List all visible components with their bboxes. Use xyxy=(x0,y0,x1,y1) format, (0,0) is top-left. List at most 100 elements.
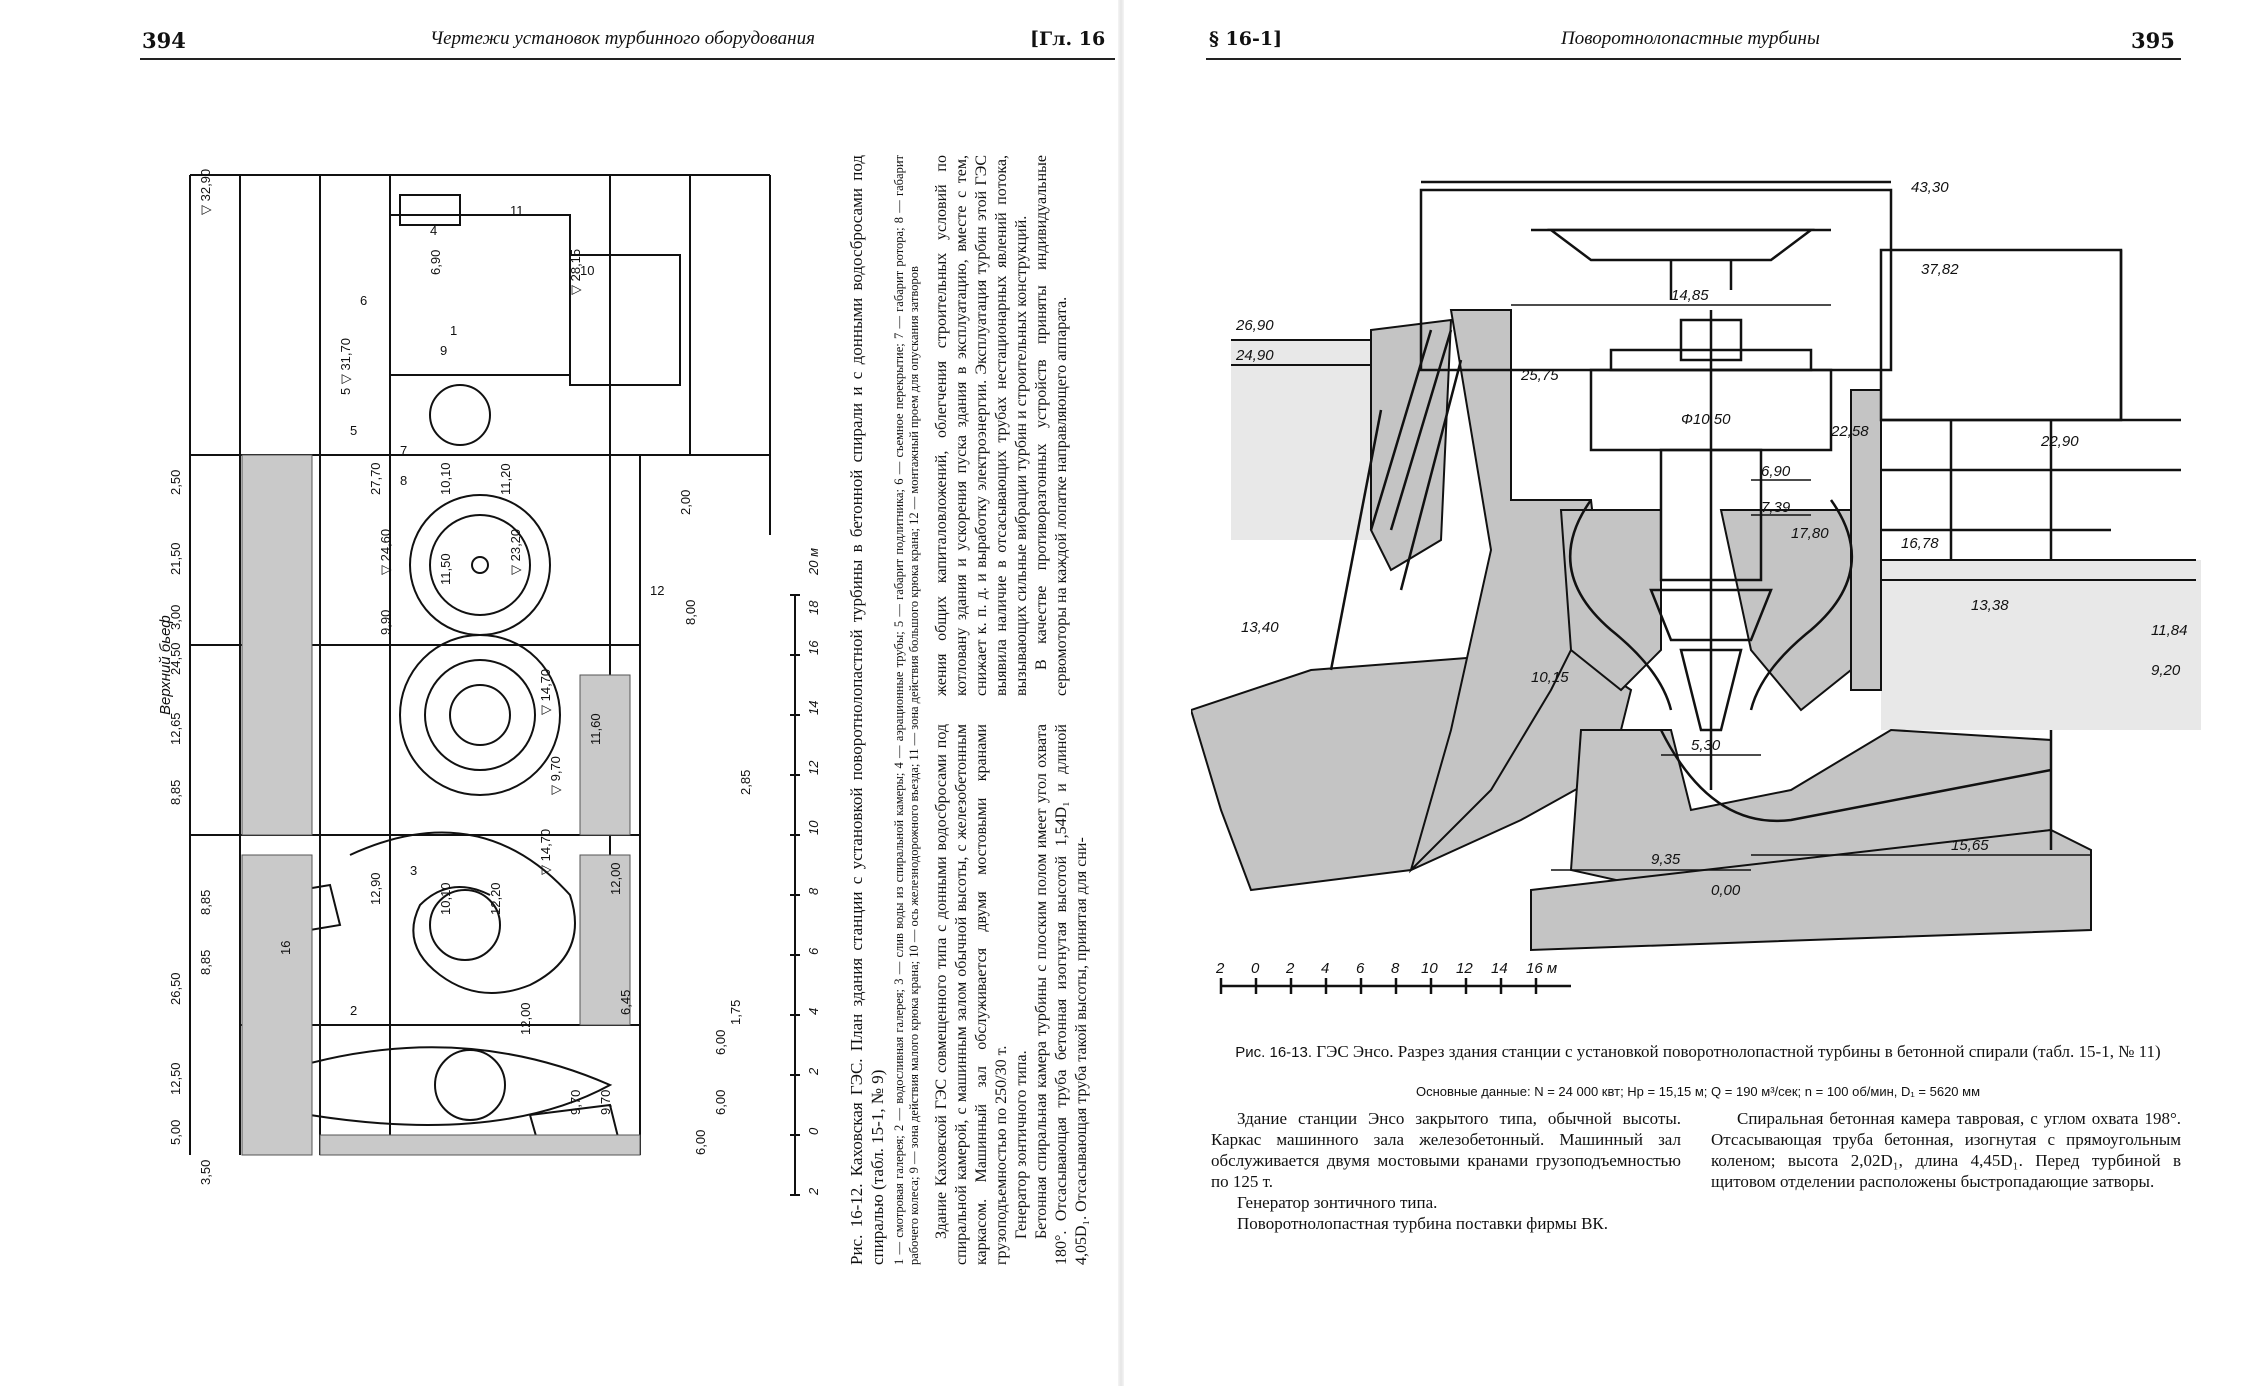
plan-dim-30: 9,70 xyxy=(568,1090,583,1115)
plan-dim-33: 9,90 xyxy=(378,610,393,635)
plan-dim-10: 8,85 xyxy=(198,890,213,915)
plan-dim-4: 24,50 xyxy=(168,642,183,675)
fig-16-13-basic-data: Основные данные: N = 24 000 квт; Hр = 15… xyxy=(1415,1084,1981,1099)
right-header-rule xyxy=(1206,58,2181,60)
section-scale-3: 2 xyxy=(1285,960,1295,977)
plan-dim-2: 21,50 xyxy=(168,542,183,575)
plan-dim-27: 10,10 xyxy=(438,882,453,915)
plan-dim-21: 11,50 xyxy=(438,553,453,585)
level-0-00: 0,00 xyxy=(1711,882,1741,899)
level-22-90: 22,90 xyxy=(2040,433,2079,450)
plan-dim-15: 6,00 xyxy=(713,1030,728,1055)
plan-dim-11: 8,85 xyxy=(198,950,213,975)
plan-level-4: ▽ 14,70 xyxy=(538,669,553,715)
level-43-30: 43,30 xyxy=(1911,179,1949,196)
plan-label-7: 7 xyxy=(400,443,407,458)
plan-drawing: Верхний бьеф ▽ 32,90 5 ▽ 31,70 ▽ 28,15 ▽… xyxy=(157,169,821,1196)
plan-scale-12: 20 м xyxy=(806,548,821,576)
section-drawing: 43,30 37,82 26,90 24,90 25,75 22,58 22,9… xyxy=(1191,179,2201,994)
plan-dim-19: 8,00 xyxy=(683,600,698,625)
paragraph: Бетонная спиральная камера турбины с пло… xyxy=(1033,724,1090,1265)
plan-scale-11: 18 xyxy=(806,600,821,615)
section-scale-9: 14 xyxy=(1491,960,1508,977)
section-scale-6: 8 xyxy=(1391,960,1400,977)
plan-dim-3: 3,00 xyxy=(168,605,183,630)
plan-level-7: ▽ 24,60 xyxy=(378,529,393,575)
plan-level-1: ▽ 32,90 xyxy=(198,169,213,215)
plan-level-5: ▽ 14,70 xyxy=(538,829,553,875)
right-text-col2: Спиральная бетонная камера тавровая, с у… xyxy=(1711,1108,2181,1192)
plan-dim-14: 6,00 xyxy=(713,1090,728,1115)
section-scale-1: 2 xyxy=(1215,960,1225,977)
left-page-number: 394 xyxy=(142,28,186,53)
dim-6-90: 6,90 xyxy=(1761,463,1791,480)
paragraph: Здание станции Энсо закрытого типа, обыч… xyxy=(1211,1109,1681,1191)
plan-dim-23: 11,20 xyxy=(498,463,513,495)
level-25-75: 25,75 xyxy=(1520,367,1559,384)
dim-9-35: 9,35 xyxy=(1651,851,1681,868)
section-scale-2: 0 xyxy=(1251,960,1260,977)
plan-dim-8: 12,50 xyxy=(168,1062,183,1095)
page-gutter xyxy=(1118,0,1124,1386)
plan-label-11: 11 xyxy=(510,203,524,218)
left-rotated-text: Рис. 16-12. Каховская ГЭС. План здания с… xyxy=(846,155,1106,1265)
plan-scale-3: 2 xyxy=(806,1067,821,1076)
left-page: 394 Чертежи установок турбинного оборудо… xyxy=(140,28,1115,1265)
paragraph: Генератор зонтичного типа. xyxy=(1013,1050,1030,1239)
level-24-90: 24,90 xyxy=(1235,347,1274,364)
upper-bief-label: Верхний бьеф xyxy=(157,615,174,715)
plan-label-6: 6 xyxy=(360,293,367,308)
level-22-58: 22,58 xyxy=(1830,423,1869,440)
plan-dim-32: 6,90 xyxy=(428,250,443,275)
left-chapter-ref: [Гл. 16 xyxy=(1030,28,1106,50)
plan-scale-7: 10 xyxy=(806,820,821,835)
plan-label-5: 5 xyxy=(350,423,357,438)
plan-dim-24: 27,70 xyxy=(368,462,383,495)
plan-scale-6: 8 xyxy=(806,887,821,895)
left-text-col1: Здание Каховской ГЭС совмещенного типа с… xyxy=(932,724,1092,1265)
right-running-title: Поворотнолопастные турбины xyxy=(1561,28,1820,49)
plan-level-2: 5 ▽ 31,70 xyxy=(338,338,353,395)
dim-7-39: 7,39 xyxy=(1761,499,1791,516)
plan-dim-22: 10,10 xyxy=(438,462,453,495)
plan-level-8: ▽ 9,70 xyxy=(548,756,563,795)
plan-label-2: 2 xyxy=(350,1003,357,1018)
right-page: § 16-1] Поворотнолопастные турбины 395 xyxy=(1121,0,2242,1386)
plan-scale-10: 16 xyxy=(806,640,821,655)
fig-16-13-label: Рис. 16-13. xyxy=(1235,1044,1313,1061)
fig-16-12-legend: 1 — смотровая галерея; 2 — водосливная г… xyxy=(892,155,921,1265)
plan-dim-12: 3,50 xyxy=(198,1160,213,1185)
plan-label-8: 8 xyxy=(400,473,407,488)
left-running-title: Чертежи установок турбинного оборудовани… xyxy=(430,28,815,49)
plan-label-1: 1 xyxy=(450,323,457,338)
plan-dim-5: 12,65 xyxy=(168,712,183,745)
plan-dim-9: 5,00 xyxy=(168,1120,183,1145)
plan-dim-26: 11,60 xyxy=(588,713,603,745)
level-16-78: 16,78 xyxy=(1901,535,1939,552)
level-13-38: 13,38 xyxy=(1971,597,2009,614)
plan-dim-1: 2,50 xyxy=(168,470,183,495)
level-9-20: 9,20 xyxy=(2151,662,2181,679)
plan-dim-28: 12,00 xyxy=(608,862,623,895)
plan-level-3: ▽ 28,15 xyxy=(568,249,583,295)
paragraph: Генератор зонтичного типа. xyxy=(1237,1193,1438,1212)
paragraph: В качестве противоразгонных устройств пр… xyxy=(1033,155,1070,696)
plan-dim-20: 12,00 xyxy=(518,1002,533,1035)
paragraph: Здание Каховской ГЭС совмещенного типа с… xyxy=(933,724,1010,1265)
plan-scale-5: 6 xyxy=(806,947,821,955)
plan-label-4: 4 xyxy=(430,223,437,238)
section-scale-8: 12 xyxy=(1456,960,1473,977)
plan-label-9: 9 xyxy=(440,343,447,358)
level-10-15: 10,15 xyxy=(1531,669,1569,686)
plan-label-10: 10 xyxy=(580,263,594,278)
right-section-ref: § 16-1] xyxy=(1209,28,1283,50)
plan-dim-18: 2,00 xyxy=(678,490,693,515)
left-text-col2: жения общих капиталовложений, облегчения… xyxy=(932,155,1092,696)
fig-16-12-caption: Рис. 16-12. Каховская ГЭС. План здания с… xyxy=(847,155,887,1265)
plan-dim-16: 1,75 xyxy=(728,1000,743,1025)
plan-dim-17: 2,85 xyxy=(738,770,753,795)
paragraph: Спиральная бетонная камера тавровая, с у… xyxy=(1711,1109,2181,1191)
level-11-84: 11,84 xyxy=(2151,622,2187,639)
section-scale-4: 4 xyxy=(1321,960,1329,977)
plan-dim-7: 26,50 xyxy=(168,972,183,1005)
